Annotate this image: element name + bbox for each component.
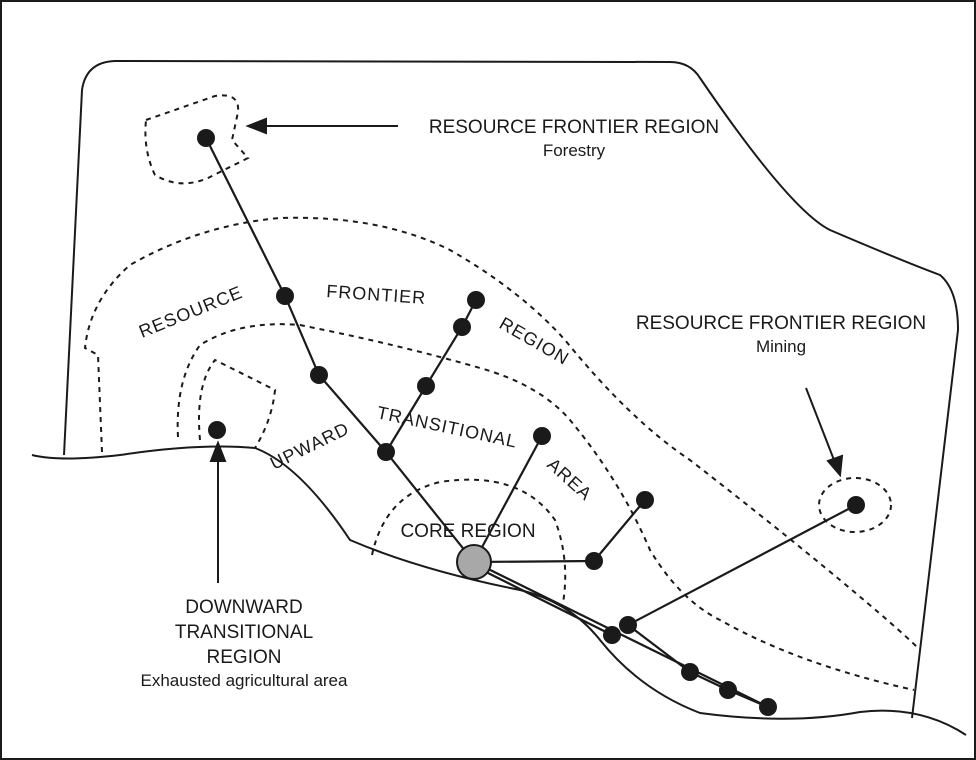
upward-label-area: AREA	[543, 454, 596, 504]
node-mining	[847, 496, 865, 514]
forestry-subtitle: Forestry	[543, 141, 606, 160]
upward-label-upward: UPWARD	[267, 418, 352, 473]
upward-transitional-boundary	[176, 323, 915, 691]
forestry-zone-boundary	[144, 94, 250, 185]
node-upward-1	[377, 443, 395, 461]
node-frontier-2	[310, 366, 328, 384]
forestry-title: RESOURCE FRONTIER REGION	[429, 117, 719, 138]
downward-label-3: REGION	[207, 647, 282, 668]
core-city-node	[456, 544, 492, 580]
node-coast-2	[603, 626, 621, 644]
link-core-southeast	[473, 561, 769, 708]
node-frontier-3	[453, 318, 471, 336]
node-coast-4	[719, 681, 737, 699]
link-north-branch	[385, 299, 477, 453]
node-core-east	[585, 552, 603, 570]
downward-label-4: Exhausted agricultural area	[141, 671, 349, 690]
node-frontier-1	[276, 287, 294, 305]
downward-label-2: TRANSITIONAL	[175, 622, 313, 643]
mining-subtitle: Mining	[756, 337, 806, 356]
core-region-label: CORE REGION	[400, 521, 535, 542]
upward-label-transitional: TRANSITIONAL	[375, 402, 519, 451]
node-coast-5	[759, 698, 777, 716]
downward-arrow-head	[209, 440, 227, 462]
link-core-coast	[473, 565, 613, 636]
frontier-label-resource: RESOURCE	[136, 282, 245, 342]
mining-zone-boundary	[818, 477, 892, 533]
node-coast-3	[681, 663, 699, 681]
frontier-label-region: REGION	[496, 313, 573, 369]
coastline	[31, 445, 967, 736]
node-coast-1	[619, 616, 637, 634]
mining-arrow-head	[826, 454, 844, 478]
forestry-arrow-head	[245, 117, 267, 135]
link-forestry-core	[205, 137, 475, 563]
node-upward-3	[533, 427, 551, 445]
link-coastal-chain	[627, 624, 769, 709]
link-core-north-east	[473, 435, 543, 563]
node-upward-2	[417, 377, 435, 395]
frontier-label-frontier: FRONTIER	[326, 281, 427, 308]
frontier-region-boundary	[83, 216, 919, 649]
mining-arrow-line	[805, 387, 835, 461]
core-region-boundary	[371, 478, 567, 604]
node-upward-4	[636, 491, 654, 509]
node-forestry	[197, 129, 215, 147]
node-downward	[208, 421, 226, 439]
arrows	[209, 117, 844, 583]
downward-label-1: DOWNWARD	[185, 597, 303, 618]
downward-transitional-boundary	[198, 358, 277, 449]
mining-title: RESOURCE FRONTIER REGION	[636, 313, 926, 334]
land-boundary	[63, 59, 960, 719]
link-mining	[627, 504, 857, 626]
settlement-nodes	[197, 129, 865, 716]
node-frontier-4	[467, 291, 485, 309]
